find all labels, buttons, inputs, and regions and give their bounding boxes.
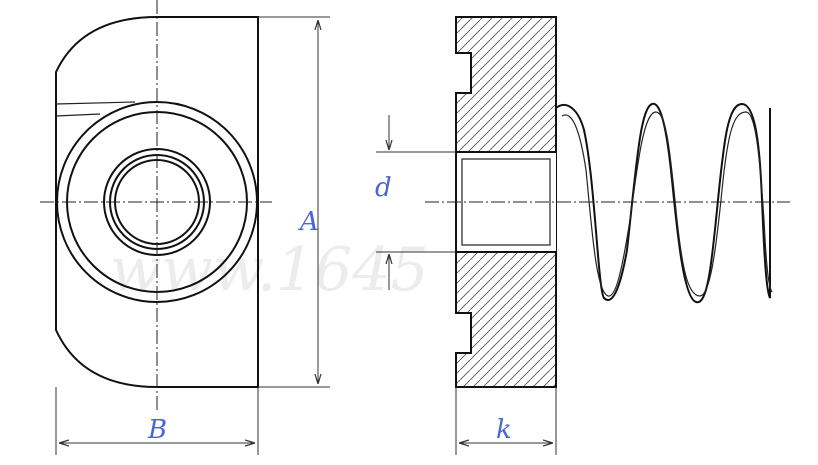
front-body-outline [55,16,259,388]
dim-label-a: A [298,207,319,237]
section-bore-thread [461,158,551,246]
spring [425,102,790,304]
dim-label-b: B [147,415,167,445]
dimension-k: k [455,387,557,455]
dimension-d: d [375,115,456,290]
front-view [40,0,272,410]
dimension-b: B [55,387,259,455]
spring-coil-front [555,102,771,304]
spring-coil-back [561,111,773,297]
watermark-text: www.1645 [110,235,429,305]
front-slot-line [55,101,136,117]
dim-label-d: d [375,173,392,203]
dim-label-k: k [496,415,512,445]
dimension-a: A [258,16,330,388]
